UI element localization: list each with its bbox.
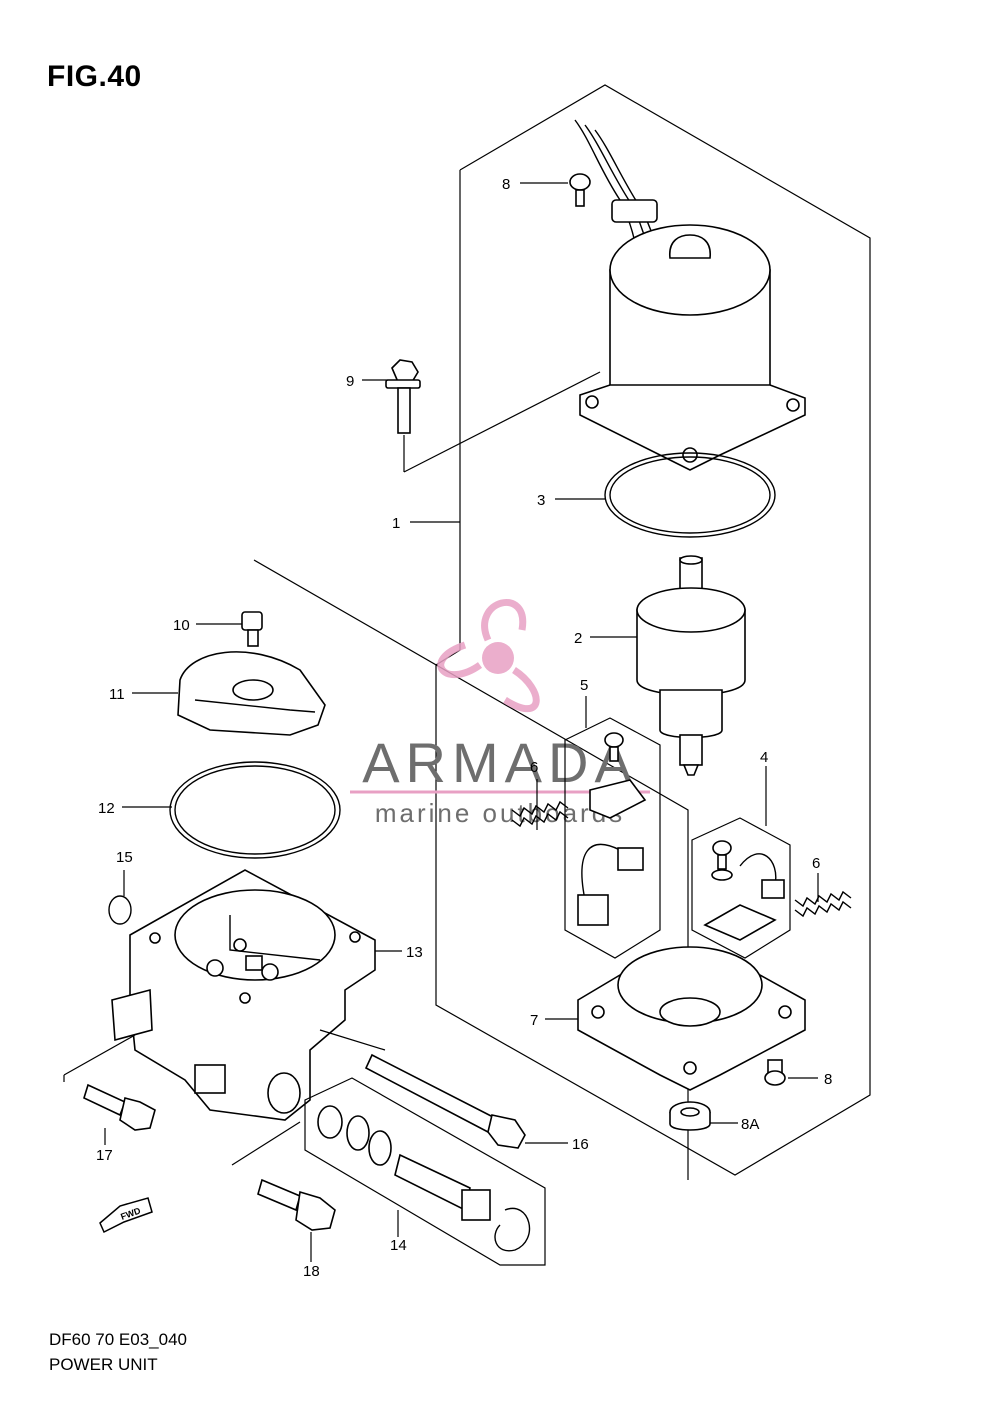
callout-3: 3 xyxy=(537,492,545,509)
brush-holder-frame-4 xyxy=(691,817,791,959)
bolt-18 xyxy=(231,1121,336,1231)
reservoir-body-13 xyxy=(111,869,376,1121)
brush-holder-4 xyxy=(703,840,785,941)
brush-holder-frame-5 xyxy=(564,717,661,959)
brush-holder-5 xyxy=(577,732,647,926)
watermark-logo xyxy=(437,599,540,713)
callout-11: 11 xyxy=(109,686,125,703)
callout-10: 10 xyxy=(173,617,190,634)
o-ring-3 xyxy=(604,452,776,538)
valve-group-frame-14 xyxy=(304,1077,546,1266)
spring-6-left xyxy=(511,800,569,828)
screw-8-bottom xyxy=(764,1059,786,1086)
stud-bolt-16 xyxy=(319,1029,526,1149)
callout-16: 16 xyxy=(572,1136,589,1153)
spring-6-right xyxy=(794,890,852,918)
assembly-frame-1 xyxy=(435,84,871,1176)
o-ring-12 xyxy=(169,761,341,859)
cover-plate-11 xyxy=(177,651,326,736)
screw-8-top xyxy=(569,173,591,207)
callout-15: 15 xyxy=(116,849,133,866)
bolt-17 xyxy=(63,1034,156,1131)
o-ring-15 xyxy=(108,895,132,925)
callout-7: 7 xyxy=(530,1012,538,1029)
callout-1: 1 xyxy=(392,515,400,532)
callout-6-left: 6 xyxy=(530,759,538,776)
fwd-arrow-icon: FWD xyxy=(99,1197,153,1234)
figure-code: DF60 70 E03_040 xyxy=(49,1330,187,1349)
callout-12: 12 xyxy=(98,800,115,817)
figure-name: POWER UNIT xyxy=(49,1355,158,1374)
motor-housing xyxy=(579,224,806,471)
callout-13: 13 xyxy=(406,944,423,961)
armature-2 xyxy=(636,555,746,776)
callout-17: 17 xyxy=(96,1147,113,1164)
callout-14: 14 xyxy=(390,1237,407,1254)
watermark-tagline: marine outboards xyxy=(375,798,625,828)
bolt-9 xyxy=(385,359,601,473)
end-cover-7 xyxy=(577,946,806,1091)
pin-10 xyxy=(241,611,263,647)
valve-group-14 xyxy=(317,1105,531,1252)
callout-8A: 8A xyxy=(741,1116,759,1133)
callout-6-right: 6 xyxy=(812,855,820,872)
callout-18: 18 xyxy=(303,1263,320,1280)
watermark-brand: ARMADA xyxy=(362,731,638,794)
bushing-8A xyxy=(669,1101,711,1131)
callout-9: 9 xyxy=(346,373,354,390)
callout-8-top: 8 xyxy=(502,176,510,193)
callout-2: 2 xyxy=(574,630,582,647)
callout-4: 4 xyxy=(760,749,768,766)
callout-5: 5 xyxy=(580,677,588,694)
figure-title: FIG.40 xyxy=(47,60,142,93)
callout-8-bottom: 8 xyxy=(824,1071,832,1088)
